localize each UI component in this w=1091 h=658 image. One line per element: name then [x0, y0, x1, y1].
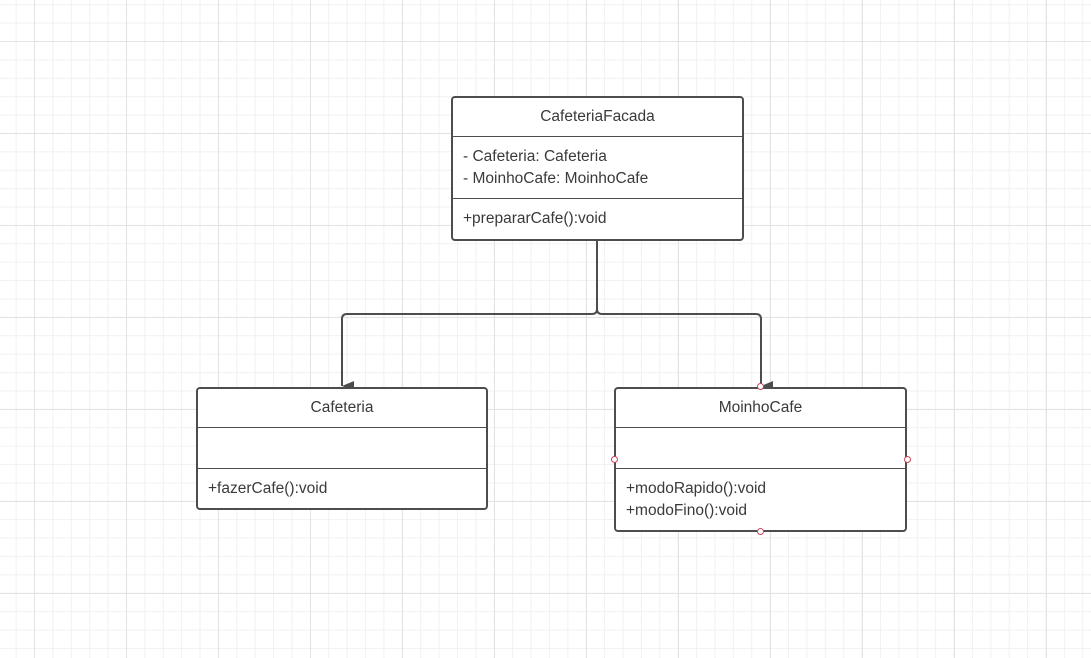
- connection-handle-right[interactable]: [904, 456, 911, 463]
- connection-handle-left[interactable]: [611, 456, 618, 463]
- class-cafeteriafacada-methods: +prepararCafe():void: [453, 198, 742, 239]
- class-cafeteria-methods: +fazerCafe():void: [198, 468, 486, 508]
- association-facade-to-cafeteria[interactable]: [341, 240, 598, 391]
- class-moinhocafe-methods: +modoRapido():void +modoFino():void: [616, 468, 905, 530]
- method-prepararcafe: +prepararCafe():void: [463, 210, 607, 227]
- class-cafeteriafacada-attributes: - Cafeteria: Cafeteria - MoinhoCafe: Moi…: [453, 136, 742, 198]
- association-facade-to-moinhocafe[interactable]: [596, 240, 773, 391]
- class-name: MoinhoCafe: [718, 399, 803, 416]
- attribute-cafeteria: - Cafeteria: Cafeteria: [463, 147, 607, 165]
- method-fazercafe: +fazerCafe():void: [208, 479, 328, 497]
- class-cafeteriafacada[interactable]: CafeteriaFacada - Cafeteria: Cafeteria -…: [451, 96, 744, 241]
- class-cafeteriafacada-name-compartment: CafeteriaFacada: [453, 98, 742, 136]
- connection-handle-bottom[interactable]: [757, 528, 764, 535]
- method-modofino: +modoFino():void: [626, 501, 748, 519]
- method-mododrapido: +modoRapido():void: [626, 479, 767, 497]
- class-cafeteria-attributes: [198, 427, 486, 468]
- class-moinhocafe-attributes: [616, 427, 905, 468]
- class-name: Cafeteria: [310, 399, 374, 416]
- class-moinhocafe-name-compartment: MoinhoCafe: [616, 389, 905, 427]
- class-name: CafeteriaFacada: [540, 108, 655, 125]
- class-moinhocafe[interactable]: MoinhoCafe +modoRapido():void +modoFino(…: [614, 387, 907, 532]
- class-cafeteria[interactable]: Cafeteria +fazerCafe():void: [196, 387, 488, 510]
- class-cafeteria-name-compartment: Cafeteria: [198, 389, 486, 427]
- attribute-moinhocafe: - MoinhoCafe: MoinhoCafe: [463, 169, 649, 187]
- connection-handle-top[interactable]: [757, 383, 764, 390]
